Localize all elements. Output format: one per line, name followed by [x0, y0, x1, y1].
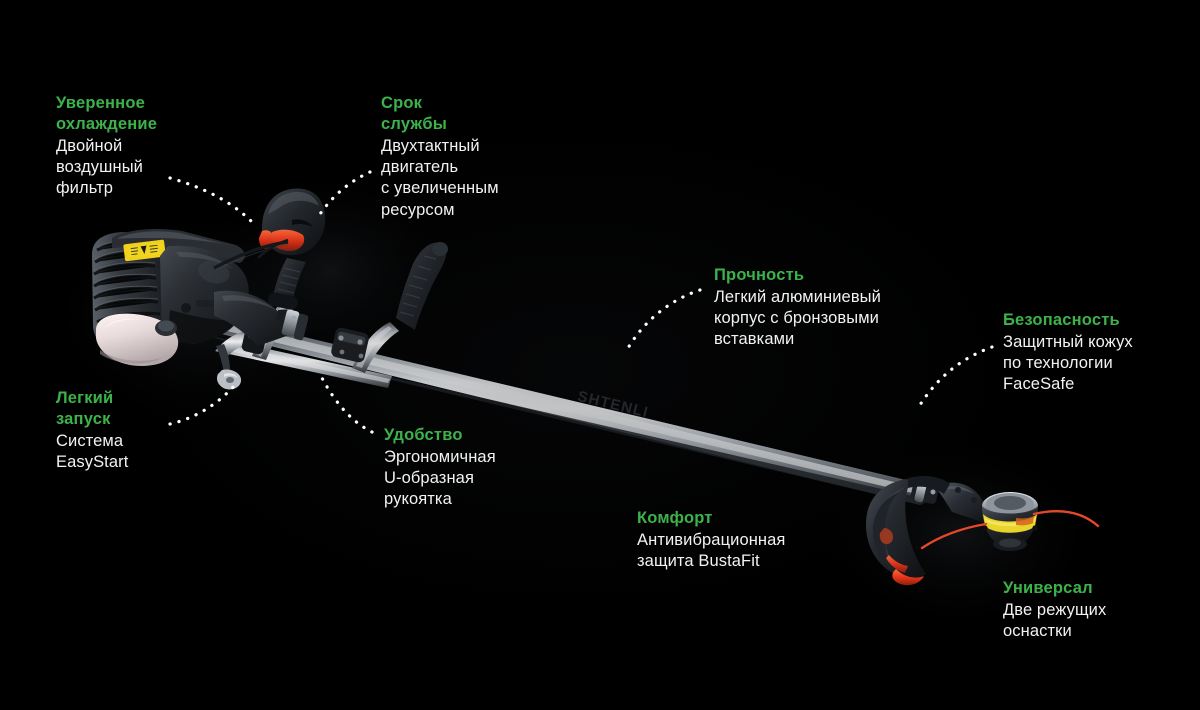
- callout-body: Две режущих оснастки: [1003, 601, 1107, 641]
- callout-safety: Безопасность Защитный кожух по технологи…: [1003, 310, 1193, 395]
- callout-title: Уверенное охлаждение: [56, 94, 158, 134]
- callout-title: Прочность: [714, 266, 805, 284]
- cutting-head-assembly: [866, 476, 1100, 586]
- callout-body: Эргономичная U-образная рукоятка: [384, 448, 496, 509]
- callout-durability: Прочность Легкий алюминиевый корпус с бр…: [714, 265, 944, 350]
- callout-title: Срок службы: [381, 94, 447, 134]
- callout-body: Система EasyStart: [56, 432, 129, 472]
- callout-title: Универсал: [1003, 579, 1093, 597]
- callout-title: Комфорт: [637, 509, 713, 527]
- right-grip: [396, 242, 448, 330]
- callout-title: Легкий запуск: [56, 389, 114, 429]
- callout-body: Легкий алюминиевый корпус с бронзовыми в…: [714, 288, 881, 349]
- callout-cooling: Уверенное охлаждение Двойной воздушный ф…: [56, 93, 221, 200]
- callout-title: Безопасность: [1003, 311, 1120, 329]
- trimmer-head: [982, 492, 1038, 551]
- callout-body: Двойной воздушный фильтр: [56, 137, 143, 198]
- callout-title: Удобство: [384, 426, 463, 444]
- callout-service-life: Срок службы Двухтактный двигатель с увел…: [381, 93, 591, 221]
- callout-universal: Универсал Две режущих оснастки: [1003, 578, 1183, 642]
- callout-easy-start: Легкий запуск Система EasyStart: [56, 388, 216, 473]
- throttle-grip: [259, 188, 326, 310]
- callout-body: Защитный кожух по технологии FaceSafe: [1003, 333, 1133, 394]
- callout-body: Антивибрационная защита BustaFit: [637, 531, 786, 571]
- engine-label: [123, 239, 166, 262]
- callout-comfort: Комфорт Антивибрационная защита BustaFit: [637, 508, 867, 572]
- callout-convenience: Удобство Эргономичная U-образная рукоятк…: [384, 425, 584, 510]
- engine-assembly: [92, 229, 309, 390]
- callout-body: Двухтактный двигатель с увеличенным ресу…: [381, 137, 499, 219]
